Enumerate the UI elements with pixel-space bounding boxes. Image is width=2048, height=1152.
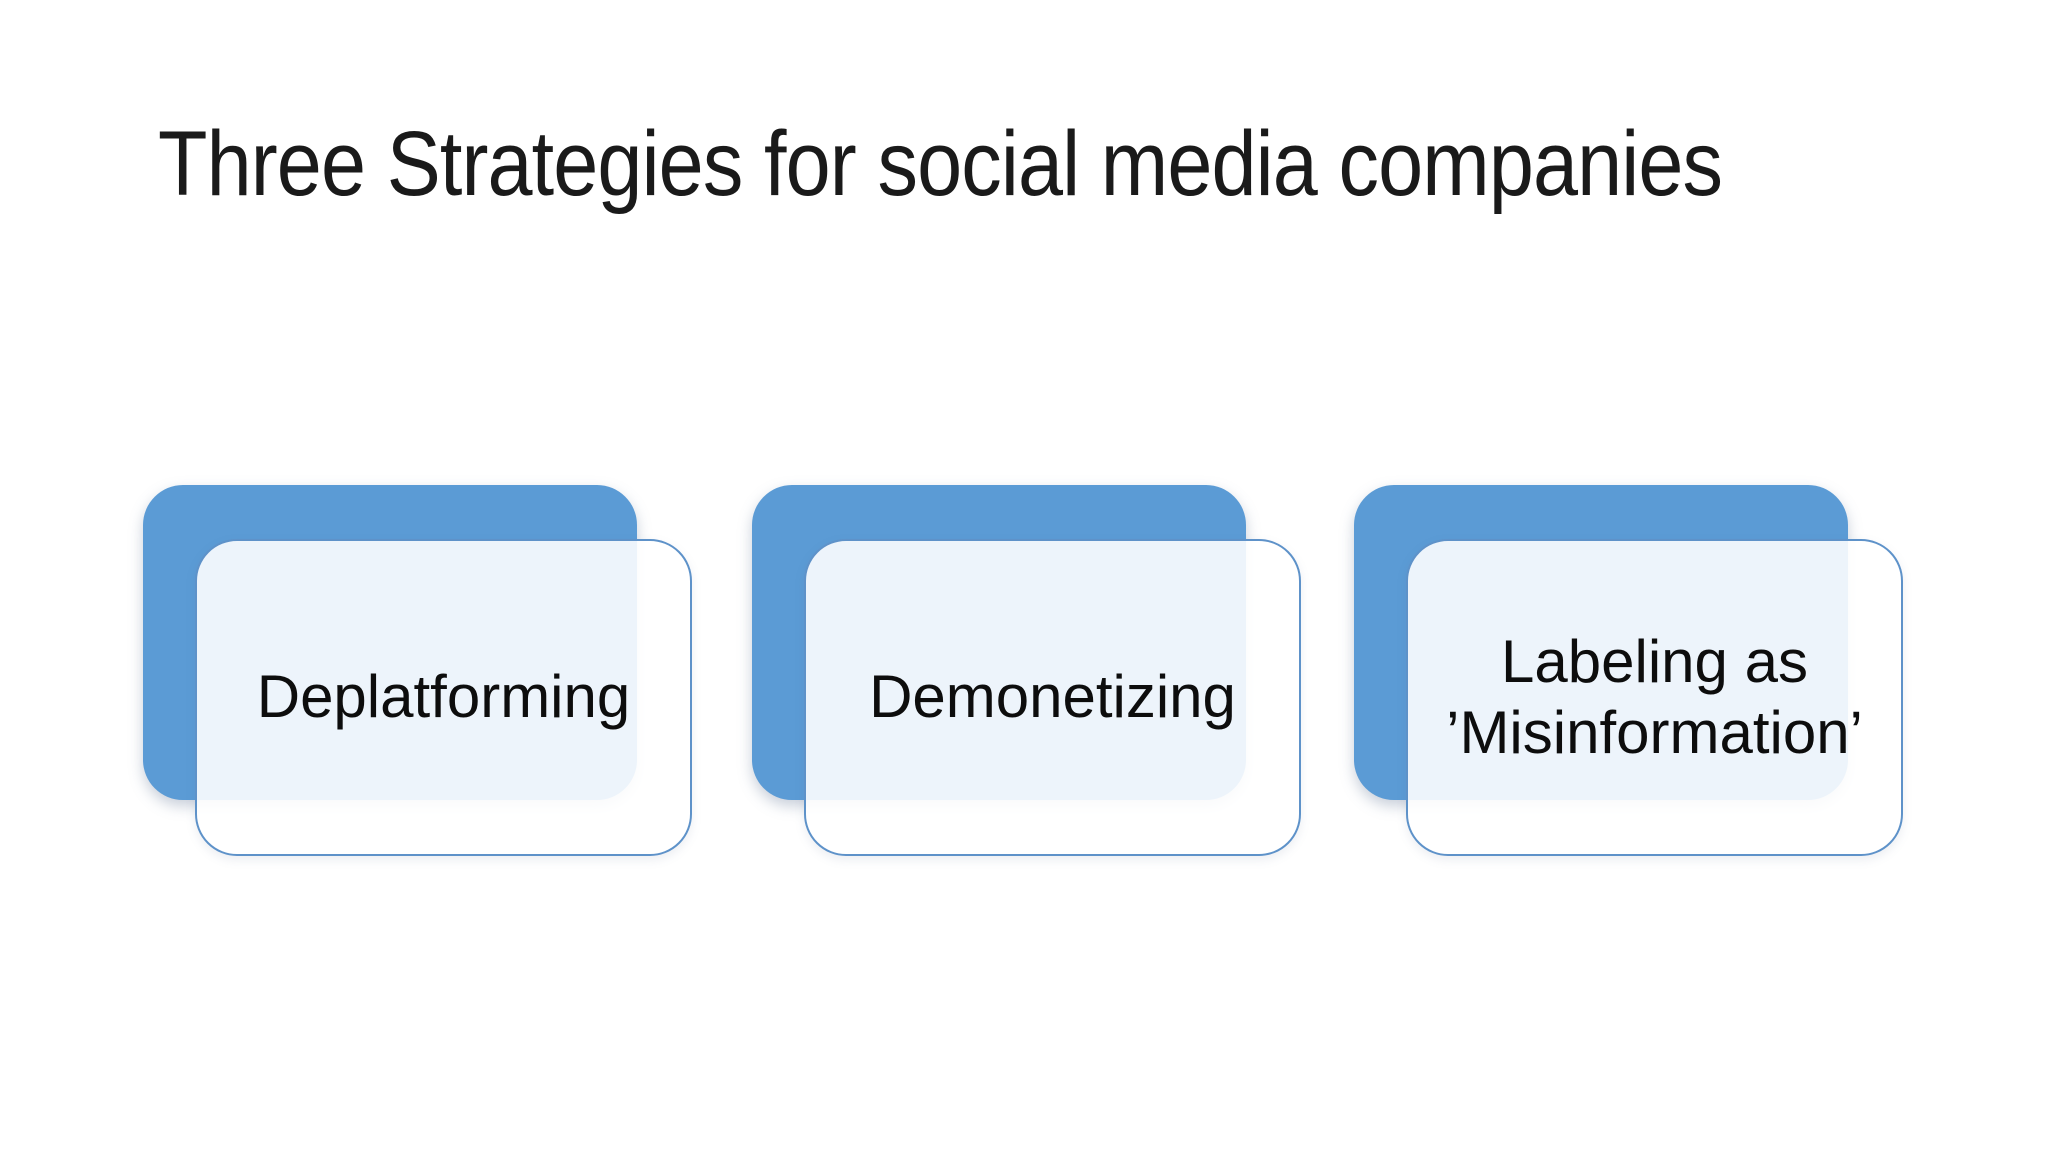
slide-title: Three Strategies for social media compan… [158,113,1723,215]
card-front-panel: Labeling as ’Misinformation’ [1406,539,1903,856]
card-label: Deplatforming [256,663,631,731]
card-front-panel: Demonetizing [804,539,1301,856]
card-label: Labeling as ’Misinformation’ [1446,628,1863,766]
strategy-card-deplatforming: Deplatforming [143,485,693,857]
card-front-panel: Deplatforming [195,539,692,856]
card-label: Demonetizing [869,663,1236,731]
strategy-card-labeling-misinformation: Labeling as ’Misinformation’ [1354,485,1904,857]
strategy-card-demonetizing: Demonetizing [752,485,1302,857]
